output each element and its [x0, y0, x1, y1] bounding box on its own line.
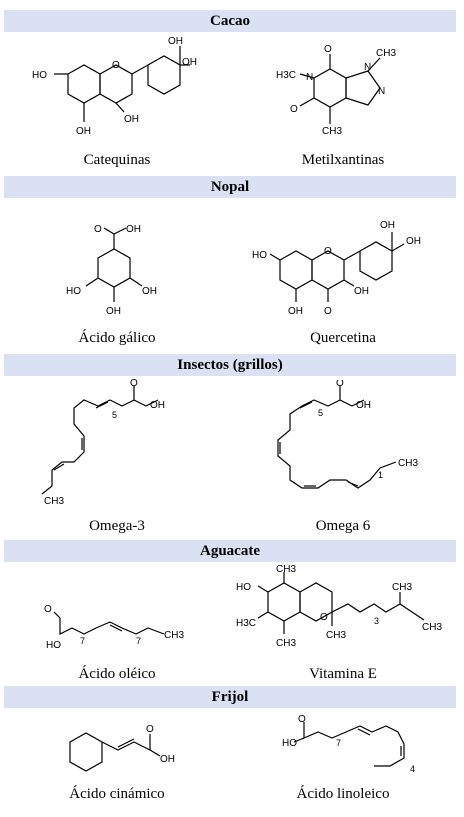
- svg-text:N: N: [378, 86, 385, 97]
- svg-text:O: O: [44, 604, 52, 615]
- svg-text:O: O: [290, 104, 298, 115]
- linoleic-acid-structure-icon: O HO 7 4: [282, 714, 415, 774]
- svg-text:H3C: H3C: [276, 70, 296, 81]
- svg-text:O: O: [320, 612, 328, 623]
- svg-text:N: N: [306, 72, 313, 83]
- svg-text:OH: OH: [288, 306, 303, 317]
- svg-text:N: N: [364, 62, 371, 73]
- svg-text:O: O: [324, 246, 332, 257]
- compound-name: Ácido gálico: [78, 330, 156, 346]
- svg-text:3: 3: [374, 616, 379, 626]
- svg-text:7: 7: [136, 636, 141, 646]
- svg-text:O: O: [324, 306, 332, 317]
- svg-text:OH: OH: [406, 236, 421, 247]
- section-header-cacao: Cacao: [4, 10, 456, 32]
- svg-text:O: O: [94, 224, 102, 235]
- svg-text:CH3: CH3: [276, 638, 296, 649]
- vitamin-e-structure-icon: CH3 HO H3C CH3 O CH3 CH3 3 CH3: [236, 564, 442, 649]
- omega3-structure-icon: O OH 5 CH3: [41, 378, 165, 507]
- svg-text:OH: OH: [168, 36, 183, 47]
- oleic-acid-structure-icon: O HO 7 7 CH3: [44, 604, 184, 651]
- svg-text:HO: HO: [66, 286, 81, 297]
- svg-text:CH3: CH3: [322, 126, 342, 137]
- compound-name: Ácido oléico: [78, 666, 156, 682]
- section-header-frijol: Frijol: [4, 686, 456, 708]
- svg-text:HO: HO: [252, 250, 267, 261]
- svg-text:HO: HO: [236, 582, 251, 593]
- svg-text:CH3: CH3: [164, 630, 184, 641]
- svg-text:O: O: [298, 714, 306, 725]
- svg-text:O: O: [130, 378, 138, 389]
- svg-text:5: 5: [112, 410, 117, 420]
- svg-text:HO: HO: [32, 70, 47, 81]
- svg-text:OH: OH: [160, 754, 175, 765]
- section-header-nopal: Nopal: [4, 176, 456, 198]
- cinnamic-acid-structure-icon: O OH: [69, 724, 175, 772]
- svg-text:CH3: CH3: [422, 622, 442, 633]
- svg-text:OH: OH: [106, 306, 121, 317]
- svg-text:OH: OH: [182, 57, 197, 68]
- svg-text:5: 5: [318, 408, 323, 418]
- svg-text:CH3: CH3: [398, 458, 418, 469]
- svg-text:4: 4: [410, 764, 415, 774]
- quercetin-structure-icon: HO OH OH OH O OH O: [252, 220, 421, 317]
- section-header-insectos: Insectos (grillos): [4, 354, 456, 376]
- svg-text:CH3: CH3: [376, 48, 396, 59]
- svg-text:7: 7: [80, 636, 85, 646]
- svg-text:OH: OH: [126, 224, 141, 235]
- omega6-structure-icon: O OH 5 CH3 1: [277, 380, 418, 489]
- compound-name: Ácido linoleico: [296, 786, 390, 802]
- svg-text:HO: HO: [46, 640, 61, 651]
- svg-text:OH: OH: [142, 286, 157, 297]
- methylxanthine-structure-icon: O O H3C N CH3 CH3 N N: [276, 44, 396, 137]
- svg-text:HO: HO: [282, 738, 297, 749]
- svg-text:OH: OH: [76, 126, 91, 137]
- svg-text:OH: OH: [354, 286, 369, 297]
- svg-text:O: O: [324, 44, 332, 55]
- svg-text:CH3: CH3: [326, 630, 346, 641]
- svg-text:OH: OH: [150, 400, 165, 411]
- compound-name: Catequinas: [83, 152, 151, 168]
- svg-text:OH: OH: [356, 400, 371, 411]
- svg-text:CH3: CH3: [44, 496, 64, 507]
- compound-name: Ácido cinámico: [69, 786, 165, 802]
- svg-text:OH: OH: [380, 220, 395, 231]
- gallic-acid-structure-icon: O OH HO OH OH: [66, 224, 157, 317]
- svg-text:OH: OH: [124, 114, 139, 125]
- compound-name: Metilxantinas: [301, 152, 385, 168]
- svg-text:O: O: [336, 380, 344, 389]
- svg-text:1: 1: [378, 470, 383, 480]
- compound-name: Quercetina: [310, 330, 376, 346]
- svg-text:H3C: H3C: [236, 618, 256, 629]
- section-header-aguacate: Aguacate: [4, 540, 456, 562]
- compound-name: Omega 6: [315, 518, 371, 534]
- svg-text:O: O: [146, 724, 154, 735]
- catechin-structure-icon: HO OH OH OH OH O: [32, 36, 197, 137]
- svg-text:CH3: CH3: [276, 564, 296, 575]
- compound-name: Omega-3: [89, 518, 145, 534]
- svg-text:CH3: CH3: [392, 582, 412, 593]
- compound-name: Vitamina E: [309, 666, 377, 682]
- svg-text:O: O: [112, 60, 120, 71]
- svg-text:7: 7: [336, 738, 341, 748]
